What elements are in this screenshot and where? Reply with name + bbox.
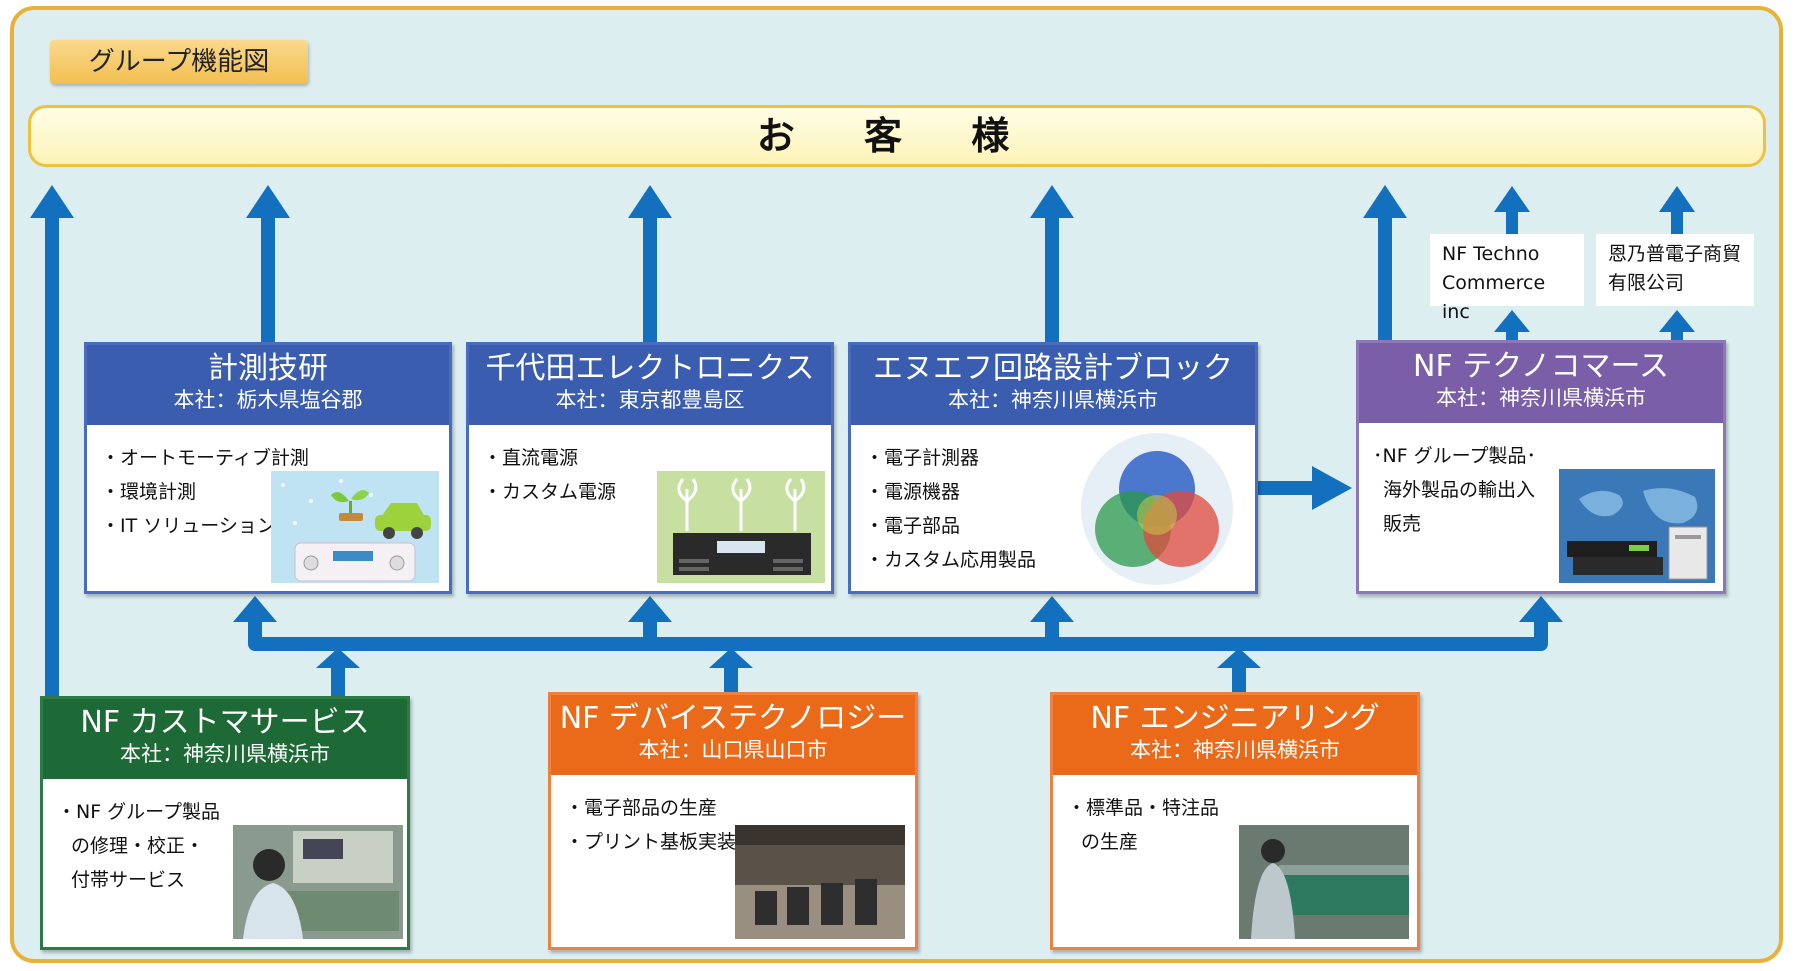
company-function-list: ・直流電源 ・カスタム電源 — [483, 441, 616, 509]
list-item: ･NF グループ製品･ — [1373, 445, 1537, 467]
list-item: ・カスタム応用製品 — [865, 549, 1037, 571]
company-name: NF テクノコマース — [1413, 349, 1669, 384]
company-function-list: ・NF グループ製品 の修理・校正・ 付帯サービス — [57, 795, 220, 897]
company-name: 計測技研 — [208, 351, 328, 386]
list-item: ・カスタム電源 — [483, 481, 617, 503]
company-function-list: ・電子部品の生産 ・プリント基板実装 — [565, 791, 736, 859]
arrow-techno-commerce-to-ext1 — [1494, 310, 1530, 342]
company-name: NF エンジニアリング — [1090, 701, 1380, 736]
company-hq: 本社：神奈川県横浜市 — [1436, 386, 1646, 410]
company-name: エヌエフ回路設計ブロック — [873, 351, 1233, 386]
company-header: NF テクノコマース 本社：神奈川県横浜市 — [1359, 343, 1723, 423]
company-hq: 本社：神奈川県横浜市 — [1130, 738, 1340, 762]
company-function-list: ･NF グループ製品･ 海外製品の輸出入 販売 — [1373, 439, 1536, 541]
company-hq: 本社：神奈川県横浜市 — [948, 388, 1158, 412]
list-item: ・電子部品の生産 — [565, 797, 718, 819]
arrow-ext2-to-customer — [1659, 186, 1695, 234]
company-header: NF カストマサービス 本社：神奈川県横浜市 — [43, 699, 407, 779]
diagram-title: グループ機能図 — [50, 40, 308, 84]
arrow-nf-circuit-to-customer — [1030, 185, 1074, 344]
list-item: の修理・校正・ — [71, 835, 205, 857]
company-function-list: ・標準品・特注品 の生産 — [1067, 791, 1219, 859]
list-item: ・直流電源 — [483, 447, 579, 469]
company-name: 千代田エレクトロニクス — [485, 351, 815, 386]
arrow-chiyoda-to-customer — [628, 185, 672, 344]
company-name: NF カストマサービス — [80, 705, 370, 740]
customer-bar: お 客 様 — [28, 105, 1766, 167]
list-item: ・電子部品 — [865, 515, 961, 537]
company-box-chiyoda-electronics: 千代田エレクトロニクス 本社：東京都豊島区 ・直流電源 ・カスタム電源 — [466, 342, 834, 594]
company-box-keisoku-giken: 計測技研 本社：栃木県塩谷郡 ・オートモーティブ計測 ・環境計測 ・IT ソリュ… — [84, 342, 452, 594]
arrow-techno-commerce-to-ext2 — [1659, 310, 1695, 342]
arrow-nf-circuit-to-techno-commerce — [1256, 466, 1352, 510]
product-photo-power-supply — [657, 471, 825, 583]
external-box-china: 恩乃普電子商貿 有限公司 — [1596, 234, 1754, 306]
list-item: 販売 — [1383, 513, 1422, 535]
photo-repair-work — [233, 825, 403, 939]
product-photo-car-measurement — [271, 471, 439, 583]
external-name-line1: NF Techno — [1442, 243, 1540, 265]
arrow-techno-commerce-to-customer — [1363, 185, 1407, 344]
company-hq: 本社：神奈川県横浜市 — [120, 742, 330, 766]
company-name: NF デバイステクノロジー — [559, 701, 907, 736]
company-header: NF エンジニアリング 本社：神奈川県横浜市 — [1053, 695, 1417, 775]
photo-production-line — [1239, 825, 1409, 939]
external-name-line2: Commerce inc — [1442, 272, 1546, 323]
company-box-nf-device-technology: NF デバイステクノロジー 本社：山口県山口市 ・電子部品の生産 ・プリント基板… — [548, 692, 918, 950]
list-item: ・標準品・特注品 — [1067, 797, 1220, 819]
company-function-list: ・オートモーティブ計測 ・環境計測 ・IT ソリューション — [101, 441, 309, 543]
list-item: ・電子計測器 — [865, 447, 980, 469]
list-item: 付帯サービス — [71, 869, 186, 891]
company-hq: 本社：栃木県塩谷郡 — [173, 388, 363, 412]
arrow-keisoku-to-customer — [246, 185, 290, 344]
company-header: NF デバイステクノロジー 本社：山口県山口市 — [551, 695, 915, 775]
arrow-ext1-to-customer — [1494, 186, 1530, 234]
company-box-nf-circuit-design-block: エヌエフ回路設計ブロック 本社：神奈川県横浜市 ・電子計測器 ・電源機器 ・電子… — [848, 342, 1258, 594]
list-item: ・プリント基板実装 — [565, 831, 737, 853]
company-box-nf-engineering: NF エンジニアリング 本社：神奈川県横浜市 ・標準品・特注品 の生産 — [1050, 692, 1420, 950]
company-header: 計測技研 本社：栃木県塩谷郡 — [87, 345, 449, 425]
company-box-nf-customer-service: NF カストマサービス 本社：神奈川県横浜市 ・NF グループ製品 の修理・校正… — [40, 696, 410, 950]
product-photo-world-export — [1559, 469, 1715, 583]
list-item: ・IT ソリューション — [101, 515, 276, 537]
list-item: ・オートモーティブ計測 — [101, 447, 309, 469]
photo-circuit-board-production — [735, 825, 905, 939]
company-function-list: ・電子計測器 ・電源機器 ・電子部品 ・カスタム応用製品 — [865, 441, 1036, 577]
company-box-nf-techno-commerce: NF テクノコマース 本社：神奈川県横浜市 ･NF グループ製品･ 海外製品の輸… — [1356, 340, 1726, 594]
external-box-nf-techno-commerce-inc: NF Techno Commerce inc — [1430, 234, 1584, 323]
list-item: ・NF グループ製品 — [57, 801, 221, 823]
company-header: エヌエフ回路設計ブロック 本社：神奈川県横浜市 — [851, 345, 1255, 425]
arrow-customer-service-to-customer — [30, 185, 74, 700]
company-hq: 本社：東京都豊島区 — [555, 388, 745, 412]
business-circle-diagram-graphic — [1081, 433, 1233, 585]
list-item: ・環境計測 — [101, 481, 197, 503]
external-name-line1: 恩乃普電子商貿 — [1608, 243, 1742, 265]
list-item: ・電源機器 — [865, 481, 961, 503]
external-name-line2: 有限公司 — [1608, 272, 1685, 294]
company-hq: 本社：山口県山口市 — [638, 738, 828, 762]
distribution-bus — [233, 596, 1563, 698]
list-item: の生産 — [1081, 831, 1139, 853]
company-header: 千代田エレクトロニクス 本社：東京都豊島区 — [469, 345, 831, 425]
list-item: 海外製品の輸出入 — [1383, 479, 1536, 501]
